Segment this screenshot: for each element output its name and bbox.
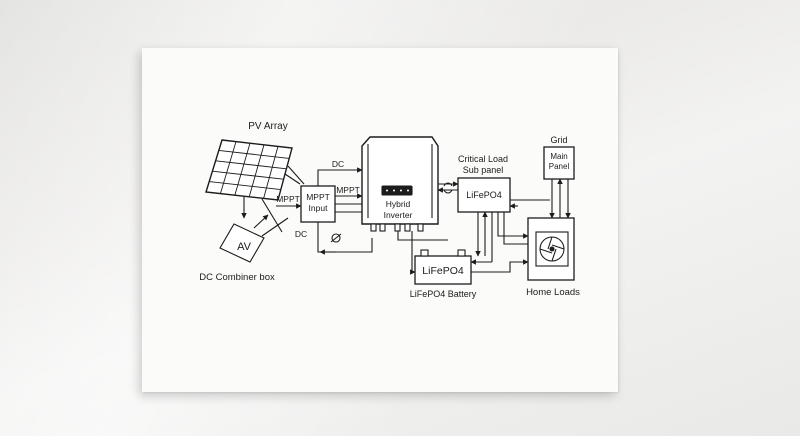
mppt-right-label: MPPT <box>336 185 360 195</box>
dc-left-label: DC <box>295 229 307 239</box>
dc-combiner-box <box>219 223 265 263</box>
combiner-mark: AV <box>237 241 252 253</box>
main-panel-box <box>543 146 575 180</box>
mppt-input-line1: MPPT <box>306 192 330 202</box>
home-loads-label: Home Loads <box>526 287 580 298</box>
critical-load-line2: Sub panel <box>463 165 504 175</box>
hybrid-inverter <box>361 136 439 232</box>
inverter-line1: Hybrid <box>386 199 411 209</box>
main-panel-line2: Panel <box>549 162 570 171</box>
battery-box-label: LiFePO4 <box>422 265 464 277</box>
dc-top-label: DC <box>332 159 344 169</box>
grid-label: Grid <box>550 135 567 145</box>
critical-box-label: LiFePO4 <box>466 190 502 200</box>
battery-label: LiFePO4 Battery <box>410 289 477 299</box>
mppt-input-line2: Input <box>309 203 329 213</box>
home-loads-box <box>527 217 575 281</box>
pv-panel-icon <box>205 139 305 201</box>
switch-icon <box>330 233 342 243</box>
critical-load-line1: Critical Load <box>458 154 508 164</box>
battery-box <box>414 249 472 285</box>
plug-icon <box>443 182 453 194</box>
pv-array-label: PV Array <box>248 121 287 132</box>
dc-combiner-label: DC Combiner box <box>199 272 275 283</box>
mppt-input-box <box>300 185 336 223</box>
critical-load-box <box>457 177 511 213</box>
mppt-left-label: MPPT <box>276 194 300 204</box>
main-panel-line1: Main <box>550 152 567 161</box>
inverter-line2: Inverter <box>384 210 413 220</box>
